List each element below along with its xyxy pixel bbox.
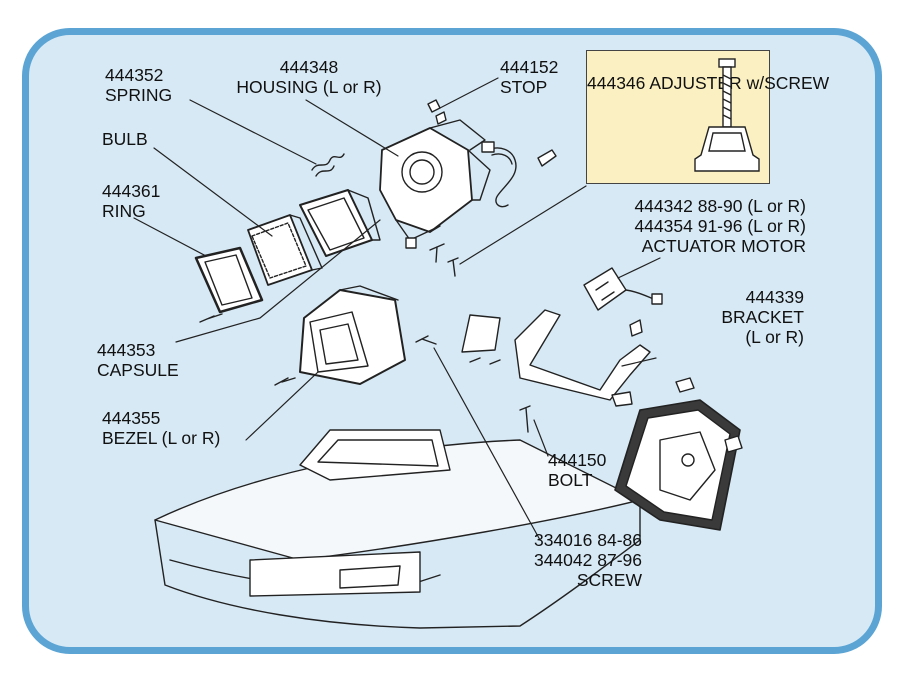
wire-harness: [481, 141, 557, 208]
spring-part: [311, 153, 345, 177]
bolt-label: 444150 BOLT: [548, 450, 606, 490]
actuator-line2: 444354 91-96 (L or R): [634, 216, 806, 236]
housing-label: 444348 HOUSING (L or R): [212, 57, 406, 97]
stop-part: [427, 99, 447, 125]
leader-lines: [133, 77, 661, 541]
spring-name: SPRING: [105, 85, 173, 105]
bulb-name: BULB: [102, 129, 148, 149]
bracket-label: 444339 BRACKET (L or R): [690, 287, 804, 347]
bracket-side: (L or R): [745, 327, 804, 347]
ring-name: RING: [102, 201, 146, 221]
bezel-name: BEZEL (L or R): [102, 428, 221, 448]
housing-number: 444348: [279, 57, 339, 77]
spring-label: 444352 SPRING: [105, 65, 172, 105]
actuator-label: 444342 88-90 (L or R) 444354 91-96 (L or…: [584, 196, 806, 256]
capsule-name: CAPSULE: [97, 360, 179, 380]
bolt-name: BOLT: [548, 470, 593, 490]
bezel-number: 444355: [102, 408, 161, 428]
housing-name: HOUSING (L or R): [236, 77, 382, 97]
screw-label: 334016 84-86 344042 87-96 SCREW: [496, 530, 642, 590]
bezel-screws: [199, 313, 437, 386]
adjuster-name: ADJUSTER: [649, 73, 742, 93]
bracket-name: BRACKET: [721, 307, 804, 327]
bolt-number: 444150: [548, 450, 607, 470]
bulb-part: [247, 214, 323, 286]
ring-number: 444361: [102, 181, 161, 201]
screw-line2: 344042 87-96: [533, 550, 642, 570]
housing-part: [379, 119, 491, 241]
adjuster-number: 444346: [587, 73, 646, 93]
capsule-part: [299, 189, 381, 257]
bracket-part: [461, 309, 651, 433]
bracket-number: 444339: [745, 287, 804, 307]
adjuster-note: w/SCREW: [746, 73, 830, 93]
ring-part: [194, 246, 264, 314]
ring-label: 444361 RING: [102, 181, 160, 221]
back-cover-part: [614, 377, 743, 531]
adjuster-label: 444346 ADJUSTER w/SCREW: [587, 73, 829, 93]
capsule-number: 444353: [97, 340, 156, 360]
stop-label: 444152 STOP: [500, 57, 558, 97]
stop-number: 444152: [500, 57, 559, 77]
stop-name: STOP: [500, 77, 548, 97]
bulb-label: BULB: [102, 129, 148, 149]
actuator-part: [583, 267, 663, 337]
spring-number: 444352: [105, 65, 164, 85]
screw-line1: 334016 84-86: [533, 530, 642, 550]
capsule-label: 444353 CAPSULE: [97, 340, 179, 380]
adjuster-screw-art: [694, 58, 760, 172]
actuator-line1: 444342 88-90 (L or R): [634, 196, 806, 216]
adjuster-inset: 444346 ADJUSTER w/SCREW: [586, 50, 829, 184]
bezel-part: [299, 285, 406, 385]
screw-name: SCREW: [576, 570, 642, 590]
car-body: [154, 429, 641, 629]
bezel-label: 444355 BEZEL (L or R): [102, 408, 220, 448]
housing-fasteners: [405, 237, 459, 277]
actuator-name: ACTUATOR MOTOR: [641, 236, 806, 256]
